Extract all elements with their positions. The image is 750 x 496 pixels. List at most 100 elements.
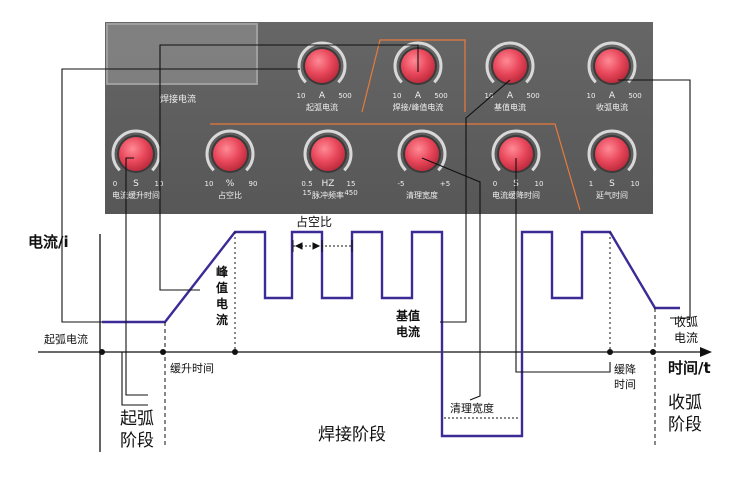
base-current-label: 基值 电流 <box>395 308 420 339</box>
arc-start-stage-label: 起弧 阶段 <box>120 409 154 451</box>
knob-min: 10 <box>297 92 306 100</box>
x-axis-arrow <box>700 347 712 357</box>
knob-label: 脉冲频率 <box>312 190 344 200</box>
svg-text:起弧: 起弧 <box>120 409 154 429</box>
svg-text:收弧: 收弧 <box>674 315 698 329</box>
dial-scale <box>303 129 353 172</box>
time-point-3 <box>232 349 238 355</box>
knob-cap <box>213 137 247 171</box>
knob-label: 清理宽度 <box>406 190 438 200</box>
svg-text:值: 值 <box>216 280 228 295</box>
knob-bottom_knobs-3[interactable]: 清理宽度-5+5 <box>397 129 451 200</box>
clean-width-connector <box>421 157 481 401</box>
x-axis-label: 时间/t <box>668 359 711 377</box>
knob-unit: A <box>415 91 422 101</box>
dial-scale <box>111 129 161 172</box>
dial-scale <box>485 41 535 84</box>
dial-scale <box>397 129 447 172</box>
knob-cap <box>493 49 527 83</box>
knob-cap <box>305 49 339 83</box>
arc-end-stage-label: 收弧 阶段 <box>668 393 702 435</box>
knob-max: 500 <box>628 92 641 100</box>
knob-max: 10 <box>535 180 544 188</box>
knob-cap <box>499 137 533 171</box>
knob-label: 基值电流 <box>494 102 526 112</box>
svg-text:收弧: 收弧 <box>668 393 702 413</box>
knob-cap <box>595 137 629 171</box>
knob-min: 10 <box>393 92 402 100</box>
knob-unit: % <box>226 179 235 189</box>
dial-scale <box>205 129 255 172</box>
dial-scale <box>587 41 637 84</box>
ramp-down-label: 缓降 时间 <box>614 362 636 391</box>
knob-unit: A <box>319 91 326 101</box>
knob-max: 10 <box>155 180 164 188</box>
dial-scale <box>491 129 541 172</box>
arc-start-stage-line <box>121 352 148 406</box>
peak-current-connector <box>159 44 419 291</box>
knob-unit: A <box>507 91 514 101</box>
current-waveform <box>102 230 680 438</box>
knob-max: 500 <box>526 92 539 100</box>
peak-section-outline <box>361 39 466 113</box>
time-point-1 <box>99 349 105 355</box>
svg-text:缓降: 缓降 <box>614 362 636 376</box>
knob-min: 10 <box>205 180 214 188</box>
svg-text:流: 流 <box>216 312 228 327</box>
knob-max: 15 <box>347 180 356 188</box>
reference-lines <box>164 232 656 448</box>
knob-max: 90 <box>249 180 258 188</box>
knob-min: 0.5 <box>301 180 312 188</box>
ramp-down-connector <box>515 158 611 373</box>
duty-cycle-indicator <box>292 240 353 252</box>
knob-min: 10 <box>485 92 494 100</box>
knob-max: 500 <box>434 92 447 100</box>
callout-lines <box>61 44 691 406</box>
knob-min: 0 <box>493 180 497 188</box>
knob-unit: HZ <box>322 179 335 189</box>
screen-label: 焊接电流 <box>160 93 196 105</box>
knob-min: 0 <box>113 180 117 188</box>
welding-stage-label: 焊接阶段 <box>318 425 386 445</box>
knob-cap <box>119 137 153 171</box>
knob-max: +5 <box>440 180 450 188</box>
start-current-label: 起弧电流 <box>44 332 88 346</box>
knob-unit: A <box>609 91 616 101</box>
start-current-connector <box>61 68 300 323</box>
knob-label: 延气时间 <box>596 190 628 200</box>
clean-width-label: 清理宽度 <box>450 401 494 415</box>
knob-label: 焊接/峰值电流 <box>393 102 444 112</box>
knob-min: 10 <box>587 92 596 100</box>
svg-text:峰: 峰 <box>216 264 229 279</box>
diagram-labels: 占空比 峰 值 电 流 基值 电流 起弧电流 缓升时间 缓降 时间 清理宽度 收… <box>44 214 702 451</box>
knob-label: 起弧电流 <box>306 102 338 112</box>
peak-current-label: 峰 值 电 流 <box>216 264 229 327</box>
knob-cap <box>405 137 439 171</box>
svg-text:电: 电 <box>216 296 228 311</box>
ramp-up-label: 缓升时间 <box>170 362 214 375</box>
svg-text:阶段: 阶段 <box>120 431 154 451</box>
base-current-connector <box>440 79 511 323</box>
knob-max: 500 <box>338 92 351 100</box>
svg-text:电流: 电流 <box>674 331 698 345</box>
duty-cycle-label: 占空比 <box>296 214 332 229</box>
svg-text:时间: 时间 <box>614 378 636 391</box>
knob-max2: 450 <box>344 189 357 197</box>
knob-max: 10 <box>631 180 640 188</box>
lower-section-outline <box>210 123 581 211</box>
knob-cap <box>311 137 345 171</box>
time-point-4 <box>607 349 613 355</box>
display-window <box>106 23 258 85</box>
knob-min: 1 <box>589 180 593 188</box>
ramp-up-connector <box>125 157 148 396</box>
svg-text:阶段: 阶段 <box>668 415 702 435</box>
svg-text:基值: 基值 <box>395 308 420 323</box>
